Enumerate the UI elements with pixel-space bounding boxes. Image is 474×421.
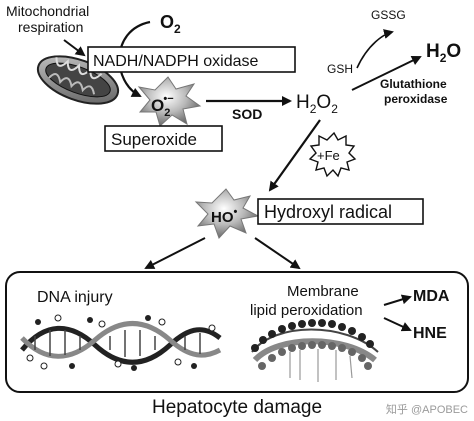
hydroxyl-burst-icon xyxy=(194,188,260,239)
mito-label-line1: Mitochondrial xyxy=(6,3,89,19)
superoxide-burst-icon xyxy=(137,76,202,127)
fe-label: +Fe xyxy=(317,148,340,163)
gpx-label-line2: peroxidase xyxy=(384,92,448,106)
gssg-label: GSSG xyxy=(371,8,406,22)
dna-helix-image xyxy=(20,314,222,371)
hepatocyte-damage-label: Hepatocyte damage xyxy=(152,397,322,418)
arrow-gsh-to-gssg xyxy=(356,29,394,69)
arrow-hydroxyl-to-dna xyxy=(144,237,206,269)
mito-label-line2: respiration xyxy=(18,19,83,35)
arrow-h2o2-to-hydroxyl xyxy=(268,119,321,192)
membrane-label-line2: lipid peroxidation xyxy=(250,302,363,319)
hydroxyl-radical-label: Hydroxyl radical xyxy=(264,202,392,222)
nadph-oxidase-label: NADH/NADPH oxidase xyxy=(93,53,258,70)
watermark-label: 知乎 @APOBEC xyxy=(386,402,468,416)
gpx-label-line1: Glutathione xyxy=(380,77,447,91)
h2o-label: H2O xyxy=(426,41,461,65)
o2-label: O2 xyxy=(160,12,181,36)
superoxide-label: Superoxide xyxy=(111,130,197,149)
membrane-label-line1: Membrane xyxy=(287,283,359,300)
superoxide-formula: O2•− xyxy=(151,93,174,119)
hne-label: HNE xyxy=(413,325,447,342)
membrane-bilayer-image xyxy=(251,319,379,382)
dna-injury-label: DNA injury xyxy=(37,289,113,306)
arrow-to-hne xyxy=(383,317,412,332)
hydroxyl-formula: HO• xyxy=(211,206,238,226)
superoxide-box xyxy=(104,125,223,152)
arrow-h2o2-to-h2o xyxy=(351,55,422,91)
arrow-to-mda xyxy=(383,294,412,306)
nadph-oxidase-box xyxy=(87,46,296,73)
arrow-respiration-to-oxidase xyxy=(63,39,86,57)
mda-label: MDA xyxy=(413,288,450,305)
h2o2-label: H2O2 xyxy=(296,92,338,116)
iron-starburst-icon xyxy=(308,131,357,178)
sod-label: SOD xyxy=(232,106,262,122)
hydroxyl-radical-box xyxy=(257,198,424,225)
gsh-label: GSH xyxy=(327,62,353,76)
arrow-hydroxyl-to-membrane xyxy=(254,237,301,270)
